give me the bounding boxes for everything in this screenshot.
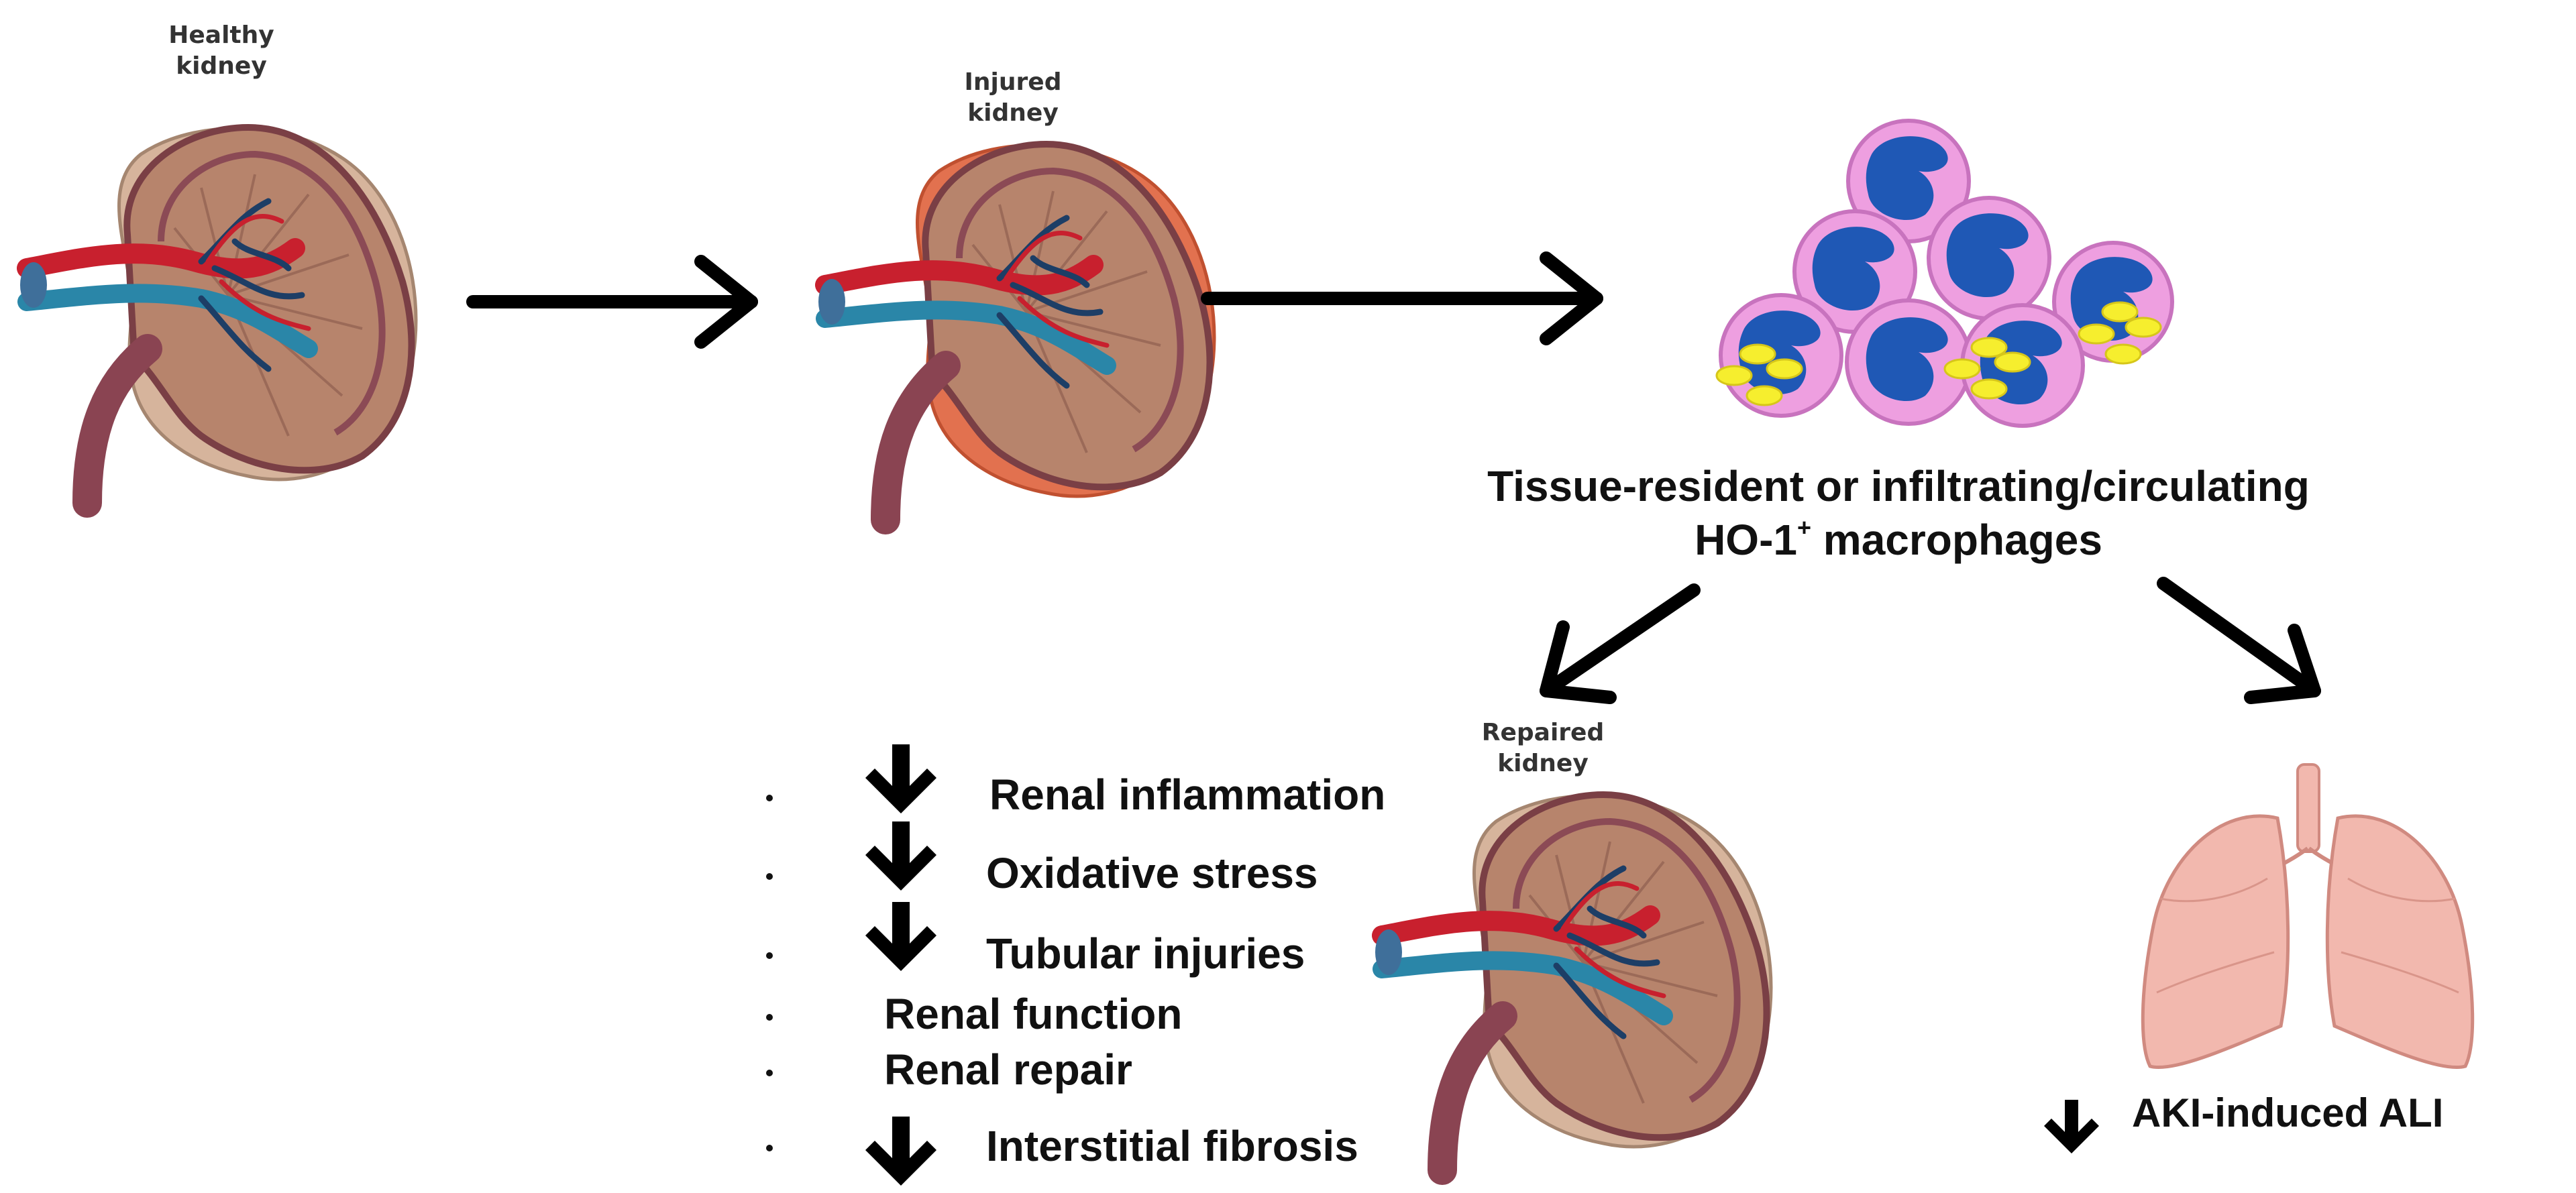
- effect-renal-inflammation: Renal inflammation: [989, 771, 1386, 819]
- ho1-granules: [1715, 301, 2162, 406]
- repaired-kidney-label: Repaired kidney: [1481, 719, 1605, 777]
- repaired-kidney-illustration: [1375, 795, 1771, 1170]
- macrophage-caption-line2: HO-1+ macrophages: [1395, 513, 2402, 567]
- list-bullet: [766, 952, 773, 959]
- arrow-healthy-to-injured: [466, 255, 758, 349]
- down-arrow-icons: [865, 744, 2099, 1186]
- effect-oxidative-stress: Oxidative stress: [986, 849, 1318, 897]
- down-arrow-icon: [865, 821, 936, 891]
- arrow-injured-to-macrophages: [1201, 251, 1603, 345]
- macrophage-cell: [1845, 298, 1972, 426]
- lung-effect-label: AKI-induced ALI: [2132, 1090, 2444, 1135]
- injured-kidney-illustration: [818, 144, 1214, 520]
- ho1-label: HO-1: [1695, 516, 1797, 564]
- macrophage-cluster: [1715, 119, 2174, 428]
- macrophage-cell: [1846, 119, 1971, 243]
- lungs-illustration: [2141, 763, 2475, 1069]
- down-arrow-icon: [865, 902, 936, 971]
- arrow-to-lungs: [2157, 577, 2321, 704]
- macrophage-cell: [1927, 196, 2051, 321]
- arrow-to-repaired-kidney: [1540, 583, 1701, 704]
- effect-renal-repair: Renal repair: [884, 1045, 1132, 1094]
- list-bullet: [766, 1145, 773, 1151]
- injured-kidney-label: Injured kidney: [964, 68, 1062, 127]
- macrophage-caption-line1: Tissue-resident or infiltrating/circulat…: [1487, 462, 2310, 510]
- effect-renal-function: Renal function: [884, 990, 1183, 1038]
- list-bullet: [766, 1014, 773, 1021]
- list-bullet: [766, 1070, 773, 1076]
- ho1-superscript: +: [1796, 514, 1811, 541]
- down-arrow-icon: [865, 744, 936, 813]
- list-bullet: [766, 795, 773, 801]
- healthy-kidney-illustration: [20, 127, 416, 503]
- down-arrow-icon: [865, 1117, 936, 1186]
- effect-interstitial-fibrosis: Interstitial fibrosis: [986, 1122, 1358, 1170]
- healthy-kidney-label: Healthy kidney: [168, 21, 274, 80]
- macrophages-label: macrophages: [1811, 516, 2102, 564]
- effect-tubular-injuries: Tubular injuries: [986, 929, 1305, 978]
- list-bullet: [766, 873, 773, 880]
- down-arrow-icon: [2044, 1100, 2099, 1153]
- macrophage-caption: Tissue-resident or infiltrating/circulat…: [1395, 459, 2402, 567]
- macrophage-cell: [1792, 209, 1917, 334]
